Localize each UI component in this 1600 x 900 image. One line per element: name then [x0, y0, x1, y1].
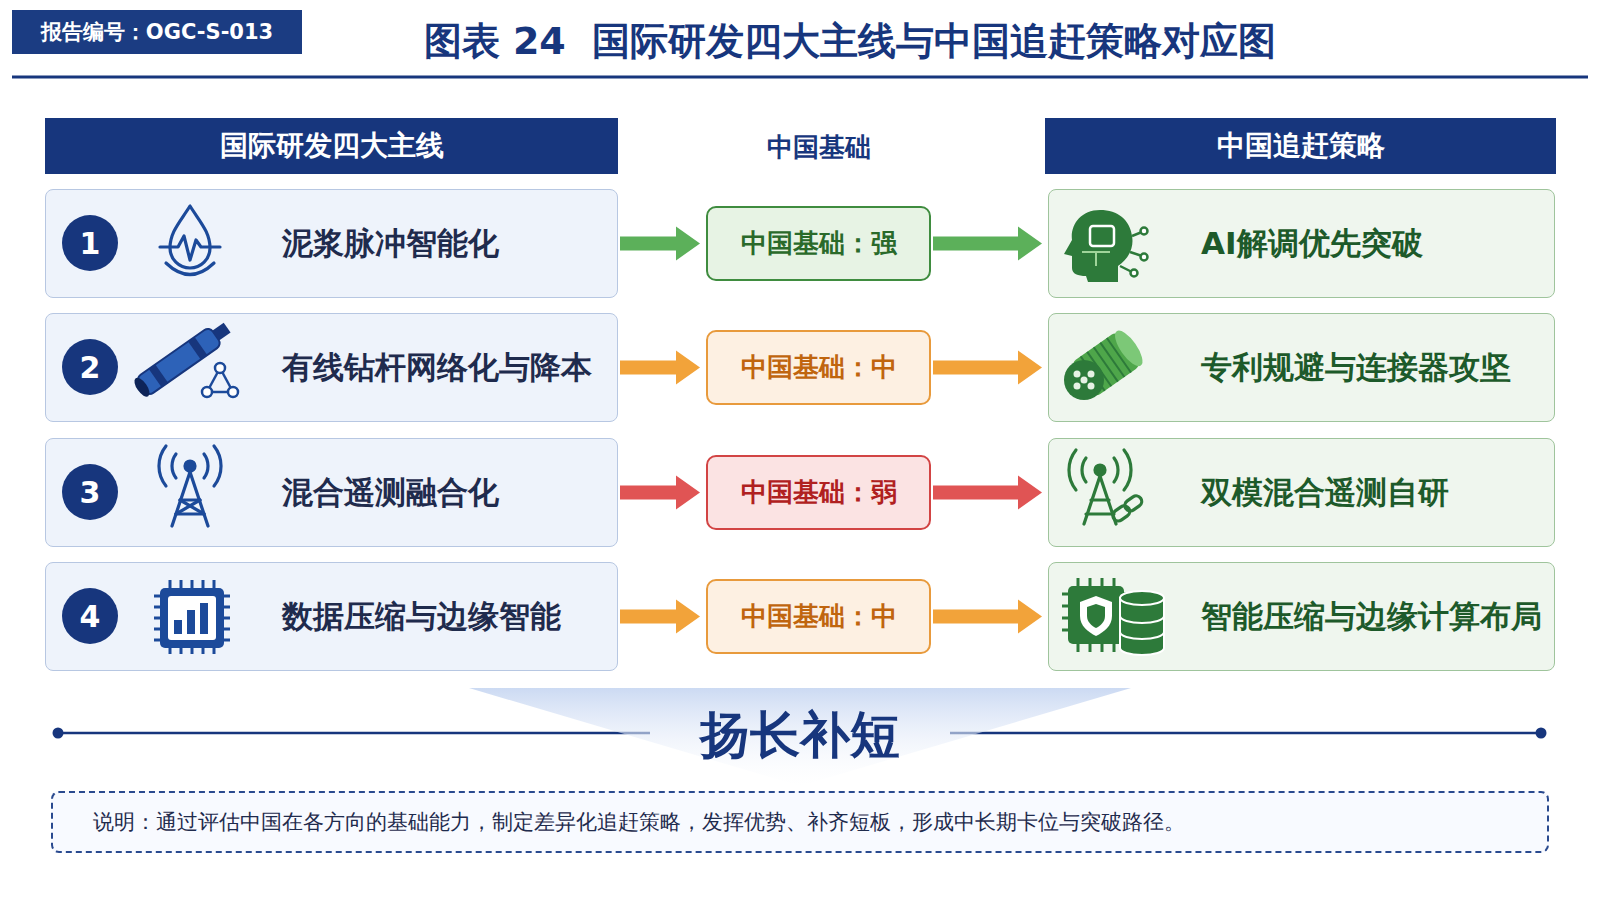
arrow-head	[1018, 227, 1042, 261]
strategy-box: 双模混合遥测自研	[1048, 438, 1555, 547]
arrow-shaft	[933, 486, 1022, 500]
title-rule	[12, 76, 1588, 79]
pulse-drop-icon	[160, 206, 220, 275]
arrow-shaft	[620, 610, 680, 624]
arrow-shaft	[620, 486, 680, 500]
node-text: 2	[80, 350, 101, 385]
flow-arrow	[620, 600, 700, 634]
node-text: 混合遥测融合化	[282, 472, 499, 514]
node-text: 有线钻杆网络化与降本	[282, 347, 592, 389]
node-text: 国际研发四大主线	[220, 127, 444, 165]
flow-arrow	[933, 476, 1042, 510]
mainline-box: 泥浆脉冲智能化 1	[45, 189, 618, 298]
node-text: 专利规避与连接器攻坚	[1201, 347, 1511, 389]
flow-arrow	[933, 227, 1042, 261]
column-header: 国际研发四大主线	[45, 118, 618, 174]
arrow-head	[1018, 600, 1042, 634]
arrow-shaft	[933, 361, 1022, 375]
flow-arrow	[620, 351, 700, 385]
chip-chart-icon	[154, 580, 230, 654]
node-text: 3	[80, 475, 101, 510]
drill-pipe-icon	[132, 319, 238, 400]
divider-dot	[53, 728, 64, 739]
divider-dot	[1536, 728, 1547, 739]
report-badge: 报告编号：OGC-S-013	[12, 10, 302, 54]
connector-icon	[1064, 327, 1147, 400]
node-text: 说明：通过评估中国在各方向的基础能力，制定差异化追赶策略，发挥优势、补齐短板，形…	[93, 808, 1185, 836]
divider-line	[58, 732, 650, 735]
arrow-shaft	[933, 610, 1022, 624]
mainline-box: 有线钻杆网络化与降本 2	[45, 313, 618, 422]
callout-number: 4	[62, 588, 118, 644]
node-text: 中国追赶策略	[1217, 127, 1385, 165]
summary-funnel: 扬长补短	[469, 688, 1131, 786]
flow-arrow	[933, 351, 1042, 385]
arrow-head	[676, 227, 700, 261]
callout-number: 3	[62, 464, 118, 520]
ai-head-icon	[1064, 210, 1148, 282]
node-text: 数据压缩与边缘智能	[282, 596, 561, 638]
basis-box: 中国基础：中	[706, 579, 931, 654]
chip-database-icon	[1062, 578, 1164, 655]
node-text: 泥浆脉冲智能化	[282, 223, 499, 265]
node-text: 报告编号：OGC-S-013	[41, 18, 273, 46]
strategy-box: 专利规避与连接器攻坚	[1048, 313, 1555, 422]
arrow-shaft	[620, 237, 680, 251]
arrow-head	[1018, 476, 1042, 510]
arrow-shaft	[620, 361, 680, 375]
tower-icon	[159, 446, 221, 526]
callout-number: 2	[62, 339, 118, 395]
diagram-title: 图表 24 国际研发四大主线与中国追赶策略对应图	[300, 16, 1400, 67]
arrow-head	[1018, 351, 1042, 385]
basis-box: 中国基础：强	[706, 206, 931, 281]
strategy-box: 智能压缩与边缘计算布局	[1048, 562, 1555, 671]
node-text: 中国基础：中	[741, 350, 897, 385]
callout-number: 1	[62, 215, 118, 271]
column-label: 中国基础	[706, 130, 931, 165]
node-text: AI解调优先突破	[1201, 223, 1423, 265]
arrow-head	[676, 351, 700, 385]
node-text: 中国基础：弱	[741, 475, 897, 510]
basis-box: 中国基础：中	[706, 330, 931, 405]
note-box: 说明：通过评估中国在各方向的基础能力，制定差异化追赶策略，发挥优势、补齐短板，形…	[51, 791, 1549, 853]
node-text: 中国基础：中	[741, 599, 897, 634]
node-text: 1	[80, 226, 101, 261]
funnel-shape	[469, 688, 1131, 786]
flow-arrow	[620, 227, 700, 261]
arrow-head	[676, 476, 700, 510]
mainline-box: 数据压缩与边缘智能 4	[45, 562, 618, 671]
arrow-head	[676, 600, 700, 634]
tower-link-icon	[1069, 450, 1144, 524]
node-text: 智能压缩与边缘计算布局	[1201, 596, 1542, 638]
node-text: 4	[80, 599, 101, 634]
flow-arrow	[620, 476, 700, 510]
node-text: 扬长补短	[700, 702, 900, 786]
divider-line	[950, 732, 1541, 735]
flow-arrow	[933, 600, 1042, 634]
mainline-box: 混合遥测融合化 3	[45, 438, 618, 547]
strategy-box: AI解调优先突破	[1048, 189, 1555, 298]
node-text: 中国基础：强	[741, 226, 897, 261]
arrow-shaft	[933, 237, 1022, 251]
basis-box: 中国基础：弱	[706, 455, 931, 530]
column-header: 中国追赶策略	[1045, 118, 1556, 174]
node-text: 双模混合遥测自研	[1201, 472, 1449, 514]
